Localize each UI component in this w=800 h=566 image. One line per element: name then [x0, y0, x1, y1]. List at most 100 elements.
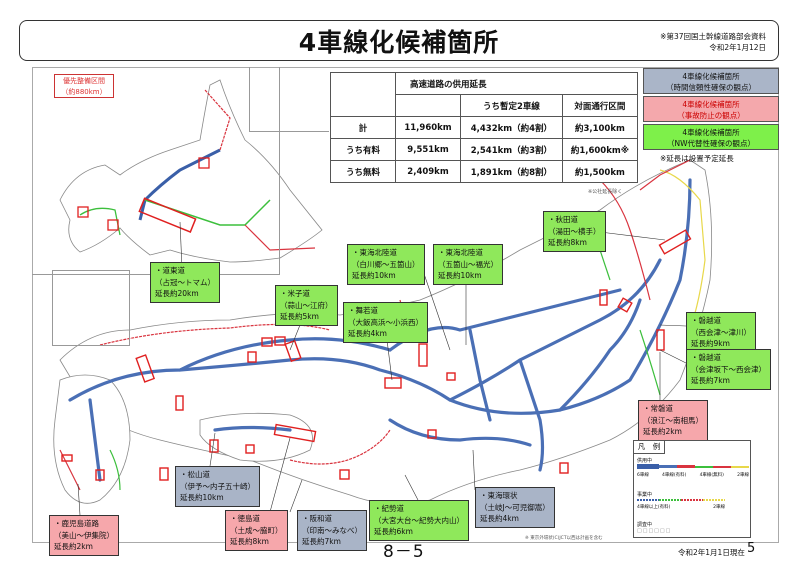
callout-road: ・徳島道	[230, 514, 260, 523]
legend-item: 4車線以上(有料)	[637, 505, 671, 510]
legend-item: 4車線(無料)	[699, 473, 724, 478]
legend-under-construction: 事業中	[637, 492, 653, 498]
callout-joban: ・常磐道 （浪江～南相馬） 延長約2km	[638, 400, 708, 441]
callout-section: （浪江～南相馬）	[643, 415, 703, 425]
cell-two-way: 約1,500km	[561, 160, 639, 183]
callout-road: ・磐越道	[691, 353, 721, 362]
callout-length: 延長約7km	[691, 376, 730, 385]
category-desc: （時間信頼性確保の観点）	[666, 83, 756, 92]
category-network-redundancy: 4車線化候補箇所 （NW代替性確保の観点）	[643, 124, 779, 150]
callout-section: （蒜山～江府）	[280, 300, 333, 310]
cell-provisional: 1,891km（約8割）	[460, 160, 563, 183]
callout-length: 延長約20km	[155, 289, 199, 298]
callout-section: （大宮大台～紀勢大内山）	[374, 515, 464, 525]
callout-road: ・東海環状	[480, 491, 518, 500]
legend-construction-lines	[637, 499, 725, 501]
callout-section: （会津坂下～西会津）	[691, 364, 766, 374]
source-date: 令和2年1月12日	[709, 43, 766, 52]
legend-survey: 調査中	[637, 522, 653, 528]
callout-road: ・紀勢道	[374, 504, 404, 513]
source-note-text: ※第37回国土幹線道路部会資料	[660, 32, 766, 41]
callout-section: （大飯高浜～小浜西）	[348, 317, 423, 327]
callout-section: （白川郷～五箇山）	[352, 259, 420, 269]
map-frame	[32, 67, 779, 543]
callout-section: （湯田～横手）	[548, 226, 601, 236]
cell-two-way: 約1,600km※	[561, 138, 639, 161]
table-corner	[330, 72, 396, 117]
callout-section: （美山～伊集院）	[54, 530, 114, 540]
table-row: 計 11,960km 4,432km（約4割） 約3,100km	[330, 116, 639, 139]
callout-length: 延長約5km	[280, 312, 319, 321]
table-row: うち有料 9,551km 2,541km（約3割） 約1,600km※	[330, 138, 639, 161]
cell-provisional: 2,541km（約3割）	[460, 138, 563, 161]
as-of-date: 令和2年1月1日現在	[678, 548, 745, 557]
callout-road: ・東海北陸道	[438, 248, 483, 257]
callout-tokaihokuriku-2: ・東海北陸道 （五箇山～福光） 延長約10km	[433, 244, 503, 285]
callout-road: ・東海北陸道	[352, 248, 397, 257]
legend-in-service-labels: 6車線 4車線(有料) 4車線(無料) 2車線	[637, 472, 749, 478]
callout-road: ・米子道	[280, 289, 310, 298]
callout-matsuyama: ・松山道 （伊予～内子五十崎） 延長約10km	[175, 466, 260, 507]
callout-kagoshima: ・鹿児島道路 （美山～伊集院） 延長約2km	[49, 515, 119, 556]
legend-construction-labels: 4車線以上(有料) 2車線	[637, 504, 725, 510]
map-footnote: ※ 東京外環状(C)JCT以西は計画を含む	[525, 536, 603, 541]
map-legend-title: 凡 例	[634, 441, 665, 454]
shikoku-outline	[199, 412, 313, 462]
callout-length: 延長約8km	[230, 537, 269, 546]
callout-length: 延長約2km	[54, 542, 93, 551]
callout-doutou: ・道東道 （占冠～トマム） 延長約20km	[150, 262, 220, 303]
category-accident-prevention: 4車線化候補箇所 （事故防止の観点）	[643, 96, 779, 122]
callout-road: ・秋田道	[548, 215, 578, 224]
legend-item: 2車線	[737, 473, 749, 478]
table-subheader-row: うち暫定2車線 対面通行区間	[331, 94, 639, 117]
okinawa-inset	[52, 270, 130, 346]
callout-section: （土成～脇町）	[230, 525, 283, 535]
callout-hanwa: ・阪和道 （印南～みなべ） 延長約7km	[297, 510, 367, 551]
row-label: うち無料	[330, 160, 396, 183]
legend-item: 2車線	[713, 505, 725, 510]
callout-section: （印南～みなべ）	[302, 525, 362, 535]
callout-road: ・阪和道	[302, 514, 332, 523]
callout-road: ・磐越道	[691, 316, 721, 325]
callout-section: （西会津～津川）	[691, 327, 751, 337]
category-label: 4車線化候補箇所	[682, 100, 740, 109]
table-header-two-way: 対面通行区間	[561, 94, 639, 117]
callout-road: ・鹿児島道路	[54, 519, 99, 528]
hokkaido-inset	[32, 67, 280, 275]
callout-yonago: ・米子道 （蒜山～江府） 延長約5km	[275, 285, 338, 326]
source-note: ※第37回国土幹線道路部会資料 令和2年1月12日	[660, 31, 766, 53]
callout-section: （伊予～内子五十崎）	[180, 481, 255, 491]
category-label: 4車線化候補箇所	[682, 128, 740, 137]
callout-tokai-kanjo: ・東海環状 （土岐J～可児御嵩） 延長約4km	[475, 487, 555, 528]
priority-length: （約880km）	[61, 88, 107, 96]
callout-length: 延長約10km	[438, 271, 482, 280]
row-label: うち有料	[330, 138, 396, 161]
page-title: 4車線化候補箇所	[298, 28, 500, 57]
table-header-blank	[395, 94, 461, 117]
callout-length: 延長約9km	[691, 339, 730, 348]
callout-length: 延長約2km	[643, 427, 682, 436]
callout-length: 延長約4km	[348, 329, 387, 338]
expressway-stats-table: 高速道路の供用延長 うち暫定2車線 対面通行区間 計 11,960km 4,43…	[330, 72, 639, 183]
legend-in-service-lines	[637, 464, 749, 469]
callout-section: （五箇山～福光）	[438, 259, 498, 269]
category-label: 4車線化候補箇所	[682, 72, 740, 81]
callout-road: ・舞若道	[348, 306, 378, 315]
callout-tokaihokuriku-1: ・東海北陸道 （白川郷～五箇山） 延長約10km	[347, 244, 425, 285]
priority-section-label: 優先整備区間 （約880km）	[54, 74, 114, 98]
callout-kisei: ・紀勢道 （大宮大台～紀勢大内山） 延長約6km	[369, 500, 469, 541]
cell-total: 9,551km	[395, 138, 461, 161]
priority-label: 優先整備区間	[63, 77, 105, 85]
category-time-reliability: 4車線化候補箇所 （時間信頼性確保の観点）	[643, 68, 779, 94]
legend-in-service: 供用中	[637, 458, 653, 464]
table-footnote: ※公社延長除く	[588, 189, 623, 195]
callout-length: 延長約7km	[302, 537, 341, 546]
legend-item: 6車線	[637, 473, 649, 478]
callout-section: （占冠～トマム）	[155, 277, 215, 287]
table-header-provisional: うち暫定2車線	[460, 94, 563, 117]
callout-akita: ・秋田道 （湯田～横手） 延長約8km	[543, 211, 606, 252]
corner-page-number: 5	[747, 541, 756, 556]
table-header-row: 高速道路の供用延長	[330, 72, 638, 117]
kyushu-outline	[53, 374, 131, 504]
page-number: 8－5	[383, 542, 425, 562]
